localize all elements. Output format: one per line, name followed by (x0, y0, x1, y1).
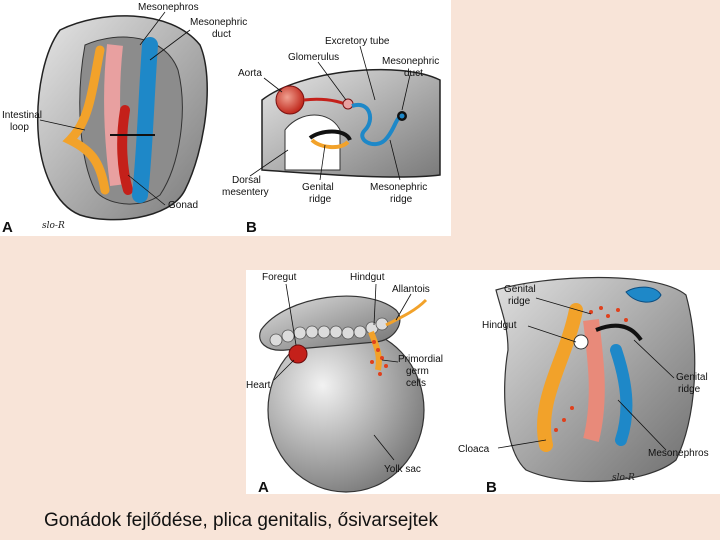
panel-letter-a-bottom: A (258, 479, 269, 494)
label-primordial-line1: Primordial (398, 354, 443, 365)
label-dorsal-mesentery-line1: Dorsal (232, 175, 261, 186)
signature-top: slo-R (42, 221, 65, 231)
label-genital-ridge-left-line1: Genital (504, 284, 536, 295)
label-mesonephros: Mesonephros (138, 2, 199, 13)
label-mesonephric-duct-line1: Mesonephric (190, 17, 247, 28)
label-genital-ridge-b-line1: Genital (302, 182, 334, 193)
slide-caption: Gonádok fejlődése, plica genitalis, ősiv… (44, 510, 438, 531)
label-hindgut-a: Hindgut (350, 272, 385, 283)
label-mesonephric-duct-b-line2: duct (404, 68, 423, 79)
bottom-figure-panel: Foregut Hindgut Allantois Primordial ger… (246, 270, 720, 494)
label-hindgut-b: Hindgut (482, 320, 517, 331)
label-foregut: Foregut (262, 272, 297, 283)
label-genital-ridge-b-line2: ridge (309, 194, 332, 205)
panel-letter-b-bottom: B (486, 479, 497, 494)
label-genital-ridge-left-line2: ridge (508, 296, 531, 307)
label-mesonephros-b: Mesonephros (648, 448, 709, 459)
label-mesonephric-duct-line2: duct (212, 29, 231, 40)
label-gonad: Gonad (168, 200, 198, 211)
label-yolk-sac: Yolk sac (384, 464, 421, 475)
embryo-section-a (36, 15, 208, 221)
sagittal-section (495, 276, 696, 483)
label-genital-ridge-right-line1: Genital (676, 372, 708, 383)
label-excretory-tube: Excretory tube (325, 36, 390, 47)
label-glomerulus: Glomerulus (288, 52, 339, 63)
top-figure-illustration: Mesonephros Mesonephric duct Intestinal … (2, 2, 441, 236)
label-mesonephric-ridge-line2: ridge (390, 194, 413, 205)
label-aorta: Aorta (238, 68, 262, 79)
label-primordial-line3: cells (406, 378, 426, 389)
label-genital-ridge-right-line2: ridge (678, 384, 701, 395)
embryo-with-yolk-sac (259, 295, 428, 493)
label-primordial-line2: germ (406, 366, 429, 377)
label-mesonephric-duct-b-line1: Mesonephric (382, 56, 439, 67)
label-allantois: Allantois (392, 284, 430, 295)
bottom-figure-illustration: Foregut Hindgut Allantois Primordial ger… (246, 272, 709, 494)
label-intestinal-loop-line1: Intestinal (2, 110, 42, 121)
label-mesonephric-ridge-line1: Mesonephric (370, 182, 427, 193)
top-figure-panel: Mesonephros Mesonephric duct Intestinal … (0, 0, 451, 236)
label-dorsal-mesentery-line2: mesentery (222, 187, 269, 198)
label-cloaca: Cloaca (458, 444, 490, 455)
label-intestinal-loop-line2: loop (10, 122, 29, 133)
panel-letter-a-top: A (2, 219, 13, 236)
panel-letter-b-top: B (246, 219, 257, 236)
cross-section-b (261, 68, 441, 178)
label-heart: Heart (246, 380, 271, 391)
signature-bottom: slo-R (612, 473, 635, 483)
